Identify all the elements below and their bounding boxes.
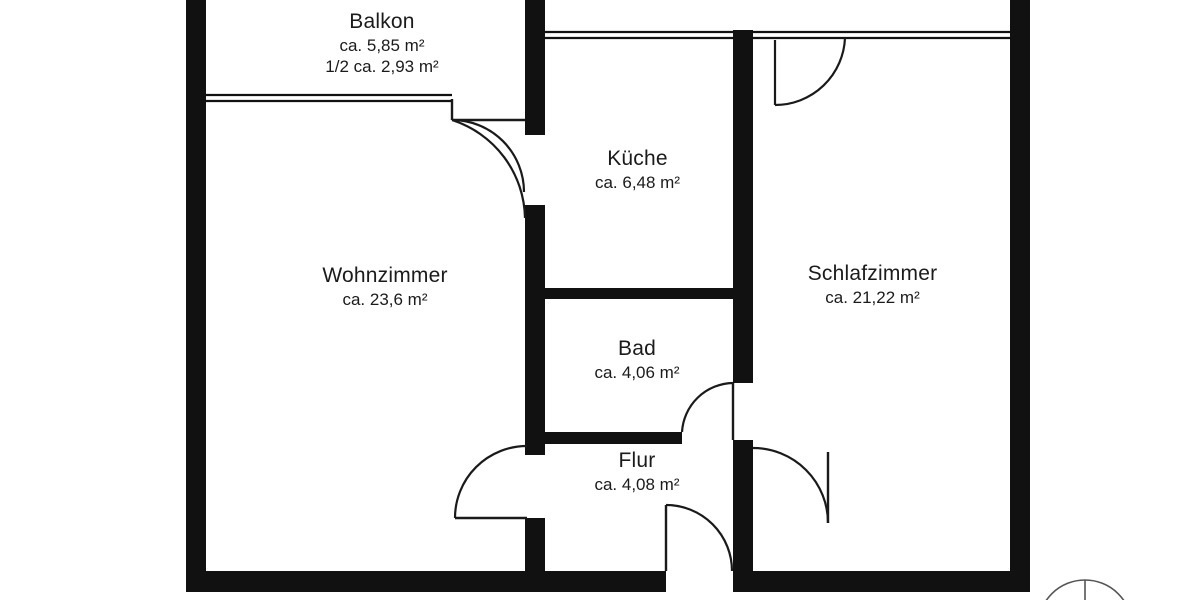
wall-living-hall-bottom [525,518,545,572]
wall-kitchen-bath [525,288,753,299]
wall-hall-bedroom [733,440,753,572]
room-name-wohnzimmer: Wohnzimmer [322,264,448,287]
room-name-kueche: Küche [607,147,668,170]
room-label-wohnzimmer: Wohnzimmer ca. 23,6 m² [235,264,535,310]
door-hall-bedroom [752,446,830,524]
interior-walls [525,205,753,572]
wall-balcony-left-stub [186,0,206,100]
room-label-bad: Bad ca. 4,06 m² [547,337,727,383]
room-area-kueche: ca. 6,48 m² [594,172,681,192]
room-area-balkon: ca. 5,85 m² [339,35,425,55]
room-name-schlafzimmer: Schlafzimmer [807,262,938,285]
wall-balcony-kitchen-upper [525,0,545,135]
room-name-balkon: Balkon [349,10,415,33]
wall-bath-hall [525,432,682,444]
wall-exterior-bottom-right [733,571,1030,592]
room-area-flur: ca. 4,08 m² [594,474,680,494]
room-area-balkon-half: 1/2 ca. 2,93 m² [325,56,439,76]
room-label-balkon: Balkon ca. 5,85 m² 1/2 ca. 2,93 m² [232,10,532,77]
wall-exterior-bottom-left [186,571,666,592]
window-kitchen [545,30,733,40]
room-area-bad: ca. 4,06 m² [594,362,680,382]
door-entrance [664,503,734,572]
room-label-schlafzimmer: Schlafzimmer ca. 21,22 m² [755,262,990,308]
windows [206,30,1012,103]
room-area-schlafzimmer: ca. 21,22 m² [825,287,920,307]
window-balcony-railing [206,93,452,103]
wall-kitchen-bedroom-upper [733,30,753,292]
compass-rose [1045,579,1125,600]
door-bath [680,381,735,440]
wall-bath-bedroom [733,299,753,383]
room-name-bad: Bad [618,337,656,360]
door-living-hall [453,444,528,520]
room-area-wohnzimmer: ca. 23,6 m² [342,289,428,309]
window-bedroom [753,30,1012,40]
wall-exterior-right [1010,0,1030,592]
room-label-flur: Flur ca. 4,08 m² [547,449,727,495]
room-name-flur: Flur [618,449,656,472]
door-bedroom [773,37,847,107]
door-balcony-double [450,99,527,219]
wall-living-kitchen-lower [525,205,545,455]
wall-exterior-left [186,0,206,592]
room-label-kueche: Küche ca. 6,48 m² [545,147,730,193]
doors [450,37,847,572]
outer-walls [186,0,1030,592]
